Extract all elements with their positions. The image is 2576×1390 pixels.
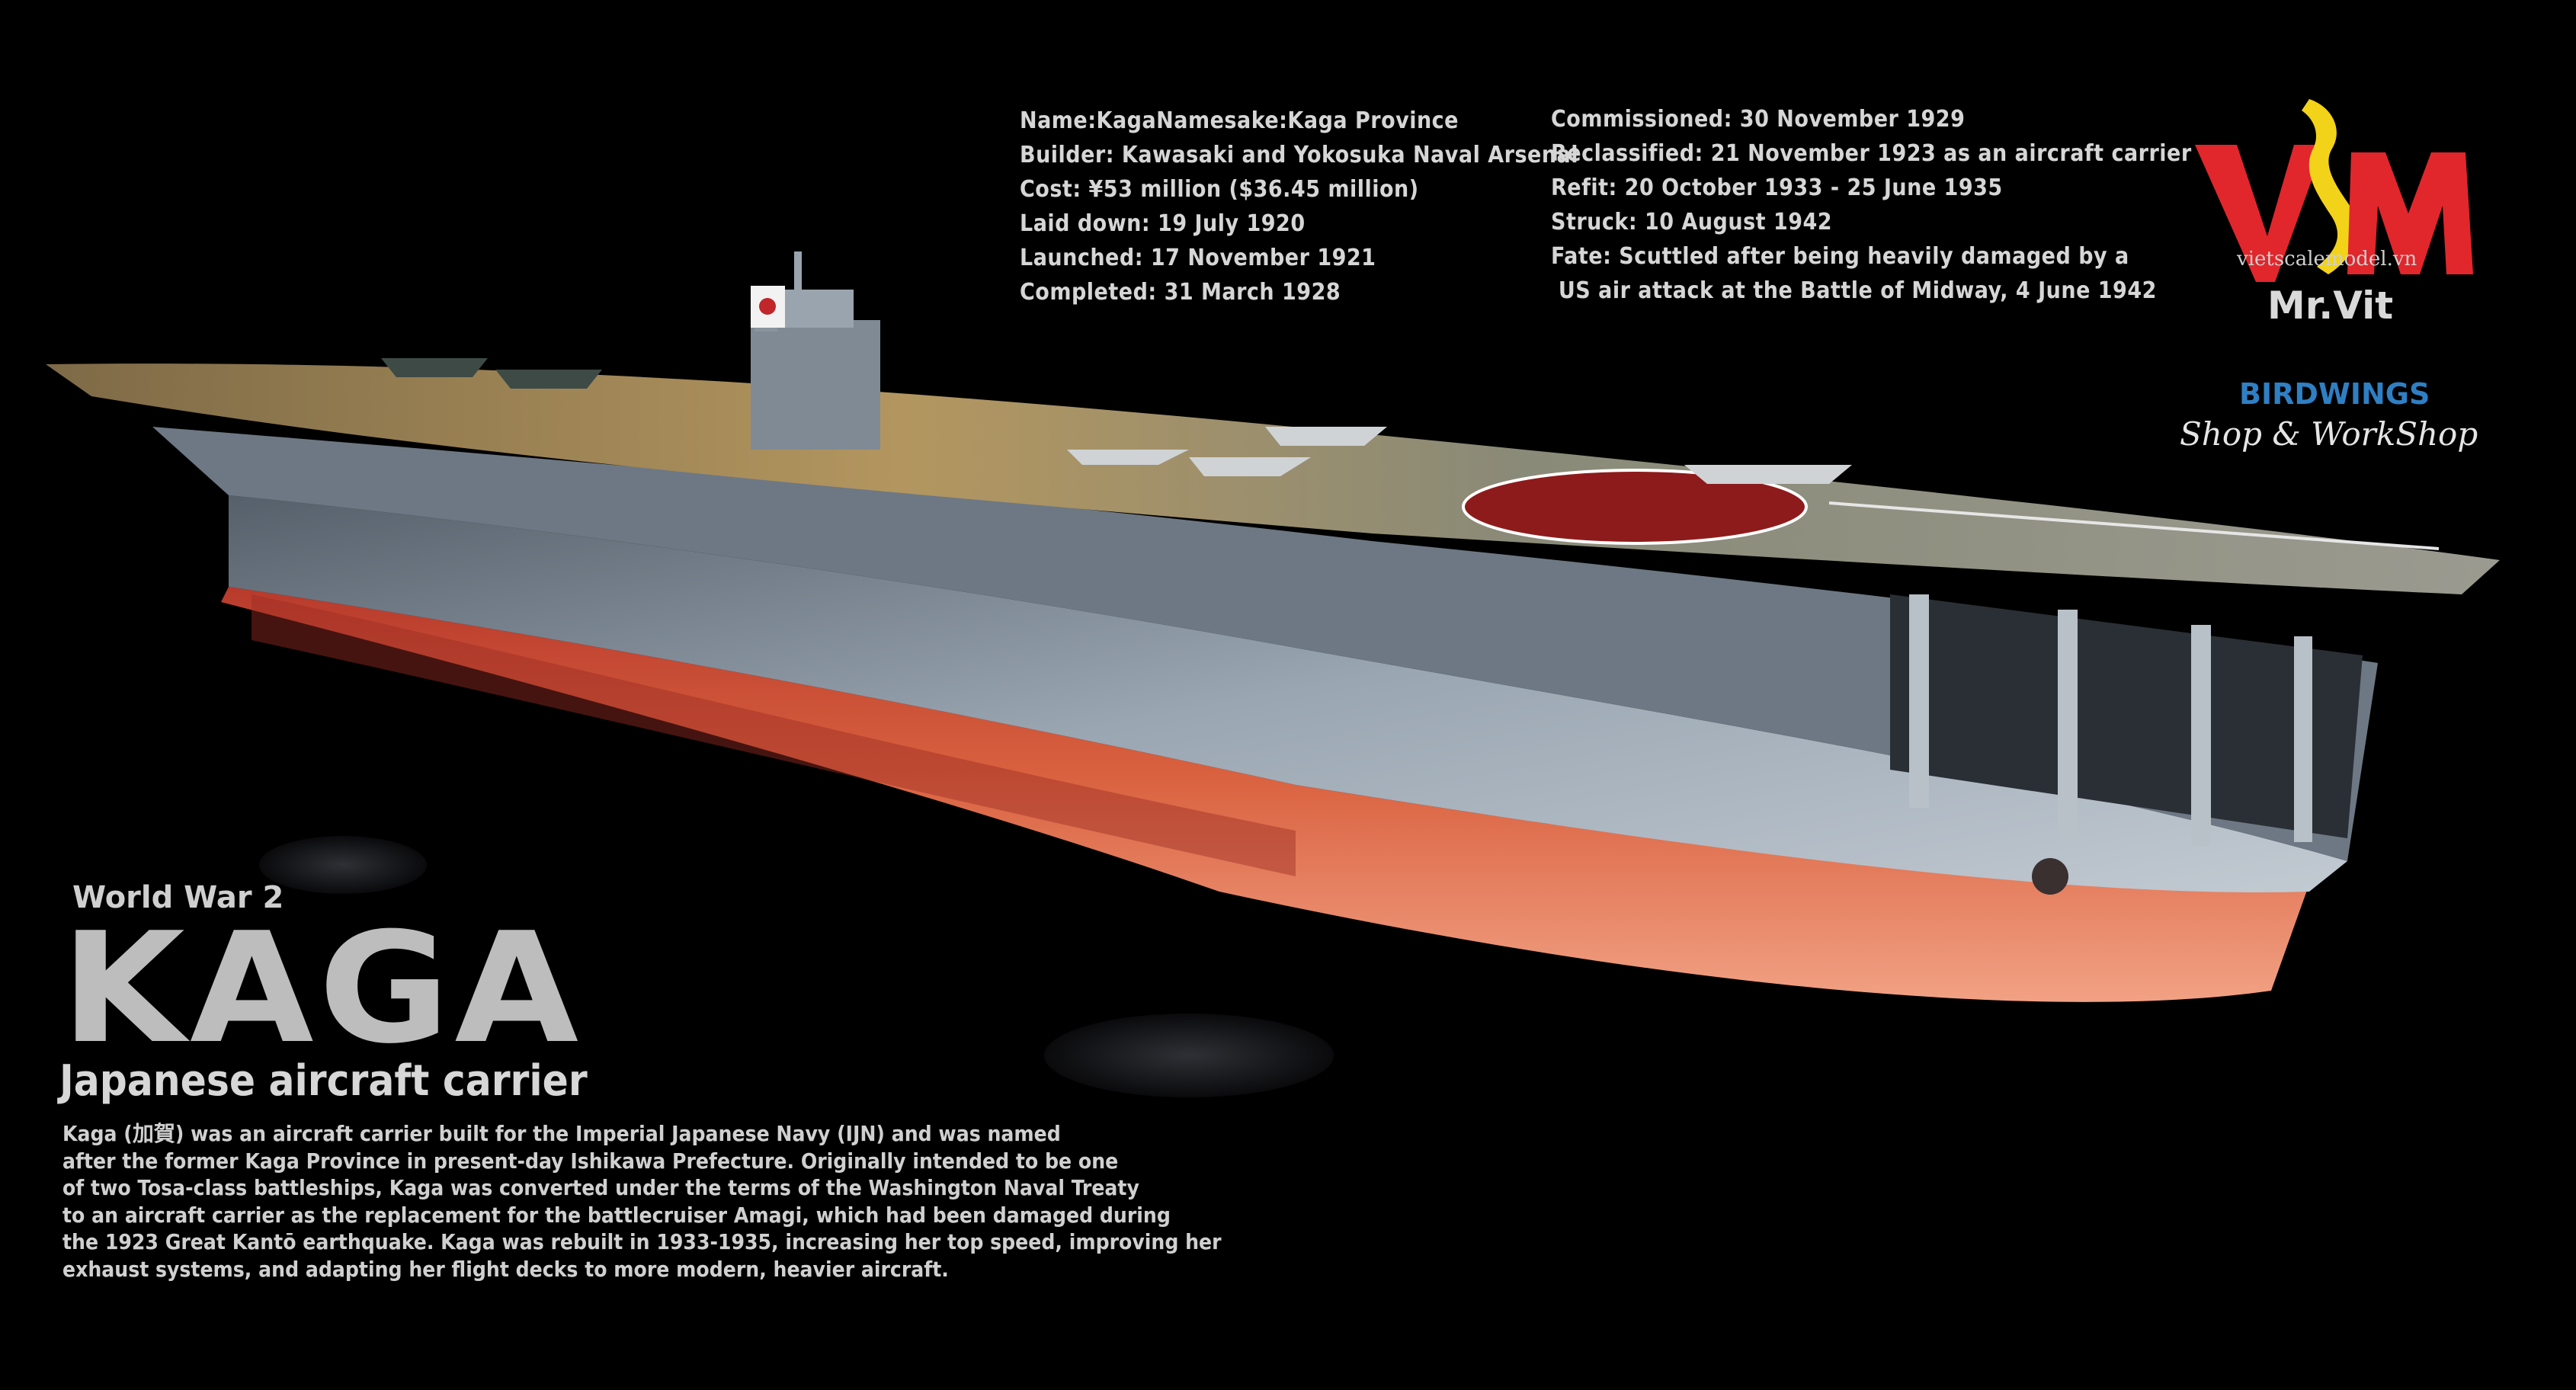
logo-site-text: vietscalemodel.vn [2237,248,2417,271]
display-stand [1044,1014,1334,1097]
ship-specs-right: Commissioned: 30 November 1929 Reclassif… [1551,102,2192,308]
ship-specs-left: Name:KagaNamesake:Kaga Province Builder:… [1020,104,1578,309]
island-superstructure [751,251,880,450]
deck-aircraft-dark [381,358,602,389]
flight-deck [46,364,2500,594]
spec-line: Name:KagaNamesake:Kaga Province [1020,107,1459,134]
hangar-structure [152,427,2378,861]
hull-upper-grey [229,495,2347,892]
deck-hinomaru [1462,469,1808,545]
vsm-logo-map-s [2302,99,2359,274]
deck-aircraft [1067,427,1852,484]
spec-line: Laid down: 19 July 1920 [1020,210,1306,237]
description-line: exhaust systems, and adapting her flight… [62,1256,949,1282]
hangar-openings [1890,594,2363,838]
spec-line: Launched: 17 November 1921 [1020,245,1376,271]
logo-owner-text: Mr.Vit [2267,283,2394,328]
vsm-logo-v [2195,145,2324,282]
era-label: World War 2 [72,880,284,915]
vsm-logo-m [2347,152,2473,274]
spec-line: Refit: 20 October 1933 - 25 June 1935 [1551,175,2003,201]
description-line: Kaga (加賀) was an aircraft carrier built … [62,1121,1061,1146]
ship-description: Kaga (加賀) was an aircraft carrier built … [62,1120,1222,1283]
spec-line: Fate: Scuttled after being heavily damag… [1551,243,2129,270]
description-line: of two Tosa-class battleships, Kaga was … [62,1175,1139,1200]
description-line: to an aircraft carrier as the replacemen… [62,1202,1171,1228]
description-line: after the former Kaga Province in presen… [62,1148,1119,1174]
spec-line: Builder: Kawasaki and Yokosuka Naval Ars… [1020,142,1578,168]
description-line: the 1923 Great Kantō earthquake. Kaga wa… [62,1229,1222,1254]
anchor [2032,858,2068,895]
shop-brand-text: BIRDWINGS [2239,377,2430,411]
spec-line: Commissioned: 30 November 1929 [1551,106,1966,133]
display-stand [259,836,427,894]
ship-type-subtitle: Japanese aircraft carrier [59,1056,588,1106]
spec-line: Completed: 31 March 1928 [1020,279,1341,306]
deck-line [1828,501,2440,550]
shop-tagline-text: Shop & WorkShop [2180,415,2478,453]
hull-lower-red [221,587,2309,1002]
spec-line: US air attack at the Battle of Midway, 4… [1551,277,2157,304]
deck-supports [1909,594,2312,846]
spec-line: Cost: ¥53 million ($36.45 million) [1020,176,1419,203]
vsm-logo [2195,99,2473,282]
hull-lower-red-shade [252,594,1296,876]
rising-sun-flag [751,286,785,328]
spec-line: Reclassified: 21 November 1923 as an air… [1551,140,2192,167]
ship-name-heading: KAGA [61,900,584,1078]
spec-line: Struck: 10 August 1942 [1551,209,1833,235]
